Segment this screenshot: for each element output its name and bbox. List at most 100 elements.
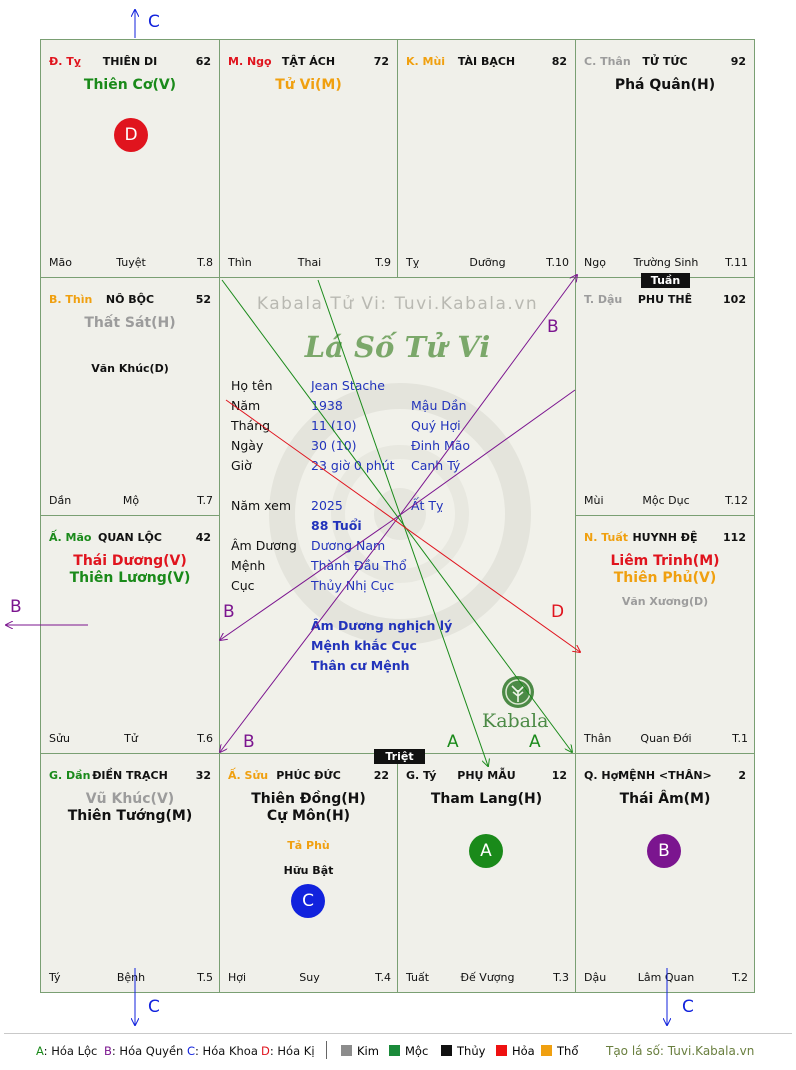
- palace-branch: N. Tuất: [584, 531, 629, 544]
- minor-star: Hữu Bật: [283, 864, 334, 877]
- footer-branch: Hợi: [228, 971, 247, 984]
- legend-item-a: A: Hóa Lộc: [36, 1044, 97, 1058]
- footer-branch: Tỵ: [406, 256, 420, 269]
- footer-stage: Bệnh: [116, 971, 146, 984]
- palace-branch: Ấ. Sửu: [228, 769, 269, 782]
- palace-age: 82: [551, 55, 567, 68]
- palace-name: PHU THÊ: [637, 293, 693, 306]
- main-star: Thiên Đồng(H): [251, 791, 366, 807]
- main-star: Tử Vi(M): [275, 77, 342, 93]
- legend-text: : Hóa Khoa: [195, 1044, 258, 1058]
- site-credit[interactable]: Tạo lá số: Tuvi.Kabala.vn: [606, 1044, 755, 1058]
- circle-b: B: [647, 834, 681, 868]
- minor-star: Văn Xương(D): [621, 595, 709, 608]
- footer-stage: Dưỡng: [469, 256, 506, 269]
- palace-name: PHỤ MẪU: [457, 769, 516, 782]
- palace-header: C. Thân TỬ TỨC 92: [584, 55, 746, 69]
- center-note: Thân cư Mệnh: [311, 658, 410, 673]
- footer-term: T.1: [732, 732, 748, 745]
- palace-branch: Ấ. Mão: [49, 531, 92, 544]
- palace-age: 52: [195, 293, 211, 306]
- palace-age: 72: [373, 55, 389, 68]
- palace-branch: M. Ngọ: [228, 55, 272, 68]
- palace-age: 2: [738, 769, 746, 782]
- palace-name: HUYNH ĐỆ: [632, 531, 698, 544]
- info-label: Mệnh: [231, 558, 266, 573]
- palace-age: 32: [195, 769, 211, 782]
- arrow-label-a-1: A: [447, 732, 459, 752]
- info-value: Thủy Nhị Cục: [311, 578, 395, 593]
- main-star: Vũ Khúc(V): [85, 791, 175, 807]
- element-name: Thủy: [457, 1044, 486, 1058]
- footer-branch: Thìn: [228, 256, 252, 269]
- footer-term: T.7: [197, 494, 213, 507]
- legend-element: Kim: [341, 1044, 379, 1058]
- element-swatch: [389, 1045, 400, 1056]
- kabala-logo-text: Kabala: [482, 710, 549, 732]
- palace-age: 62: [195, 55, 211, 68]
- footer-stage: Tử: [124, 732, 138, 745]
- legend-item-c: C: Hóa Khoa: [187, 1044, 258, 1058]
- main-star: Cự Môn(H): [266, 808, 351, 824]
- arrow-label-c-top: C: [148, 12, 160, 32]
- palace-name: MỆNH <THÂN>: [618, 769, 712, 782]
- main-star: Tham Lang(H): [430, 791, 543, 807]
- footer-branch: Dần: [49, 494, 72, 507]
- palace-name: TỬ TỨC: [642, 55, 688, 68]
- footer-branch: Sửu: [49, 732, 70, 745]
- footer-stage: Tuyệt: [116, 256, 146, 269]
- palace-age: 92: [730, 55, 746, 68]
- palace-name: ĐIỀN TRẠCH: [92, 769, 168, 782]
- legend-key: D: [261, 1044, 270, 1058]
- minor-star: Văn Khúc(D): [91, 362, 169, 375]
- palace-name: QUAN LỘC: [98, 531, 162, 544]
- element-name: Mộc: [405, 1044, 429, 1058]
- info-label: Năm xem: [231, 498, 292, 513]
- palace-branch: C. Thân: [584, 55, 631, 68]
- info-value: 1938: [311, 398, 343, 413]
- main-star: Thiên Phủ(V): [613, 570, 717, 586]
- legend-text: : Hóa Lộc: [43, 1044, 98, 1058]
- main-star: Thiên Lương(V): [69, 570, 191, 586]
- palace-age: 42: [195, 531, 211, 544]
- footer-stage: Mộ: [122, 494, 140, 507]
- legend-element: Hỏa: [496, 1044, 535, 1058]
- info-value: Thành Đầu Thổ: [311, 558, 407, 573]
- info-label: Ngày: [231, 438, 264, 453]
- info-value: 30 (10): [311, 438, 357, 453]
- info-value-canchi: Đinh Mão: [411, 438, 471, 453]
- footer-term: T.10: [546, 256, 569, 269]
- element-swatch: [541, 1045, 552, 1056]
- palace-name: TÀI BẠCH: [457, 55, 516, 68]
- element-swatch: [496, 1045, 507, 1056]
- legend-element: Thủy: [441, 1044, 485, 1058]
- palace-footer: Dần Mộ T.7: [49, 494, 213, 508]
- legend-item-b: B: Hóa Quyền: [104, 1044, 183, 1058]
- info-label: Năm: [231, 398, 261, 413]
- center-watermark: Kabala Tử Vi: Tuvi.Kabala.vn: [256, 294, 539, 314]
- arrow-label-b-lower: B: [243, 732, 255, 752]
- footer-term: T.11: [725, 256, 748, 269]
- palace-header: K. Mùi TÀI BẠCH 82: [406, 55, 567, 69]
- palace-branch: K. Mùi: [406, 55, 446, 68]
- center-title: Lá Số Tử Vi: [304, 330, 491, 364]
